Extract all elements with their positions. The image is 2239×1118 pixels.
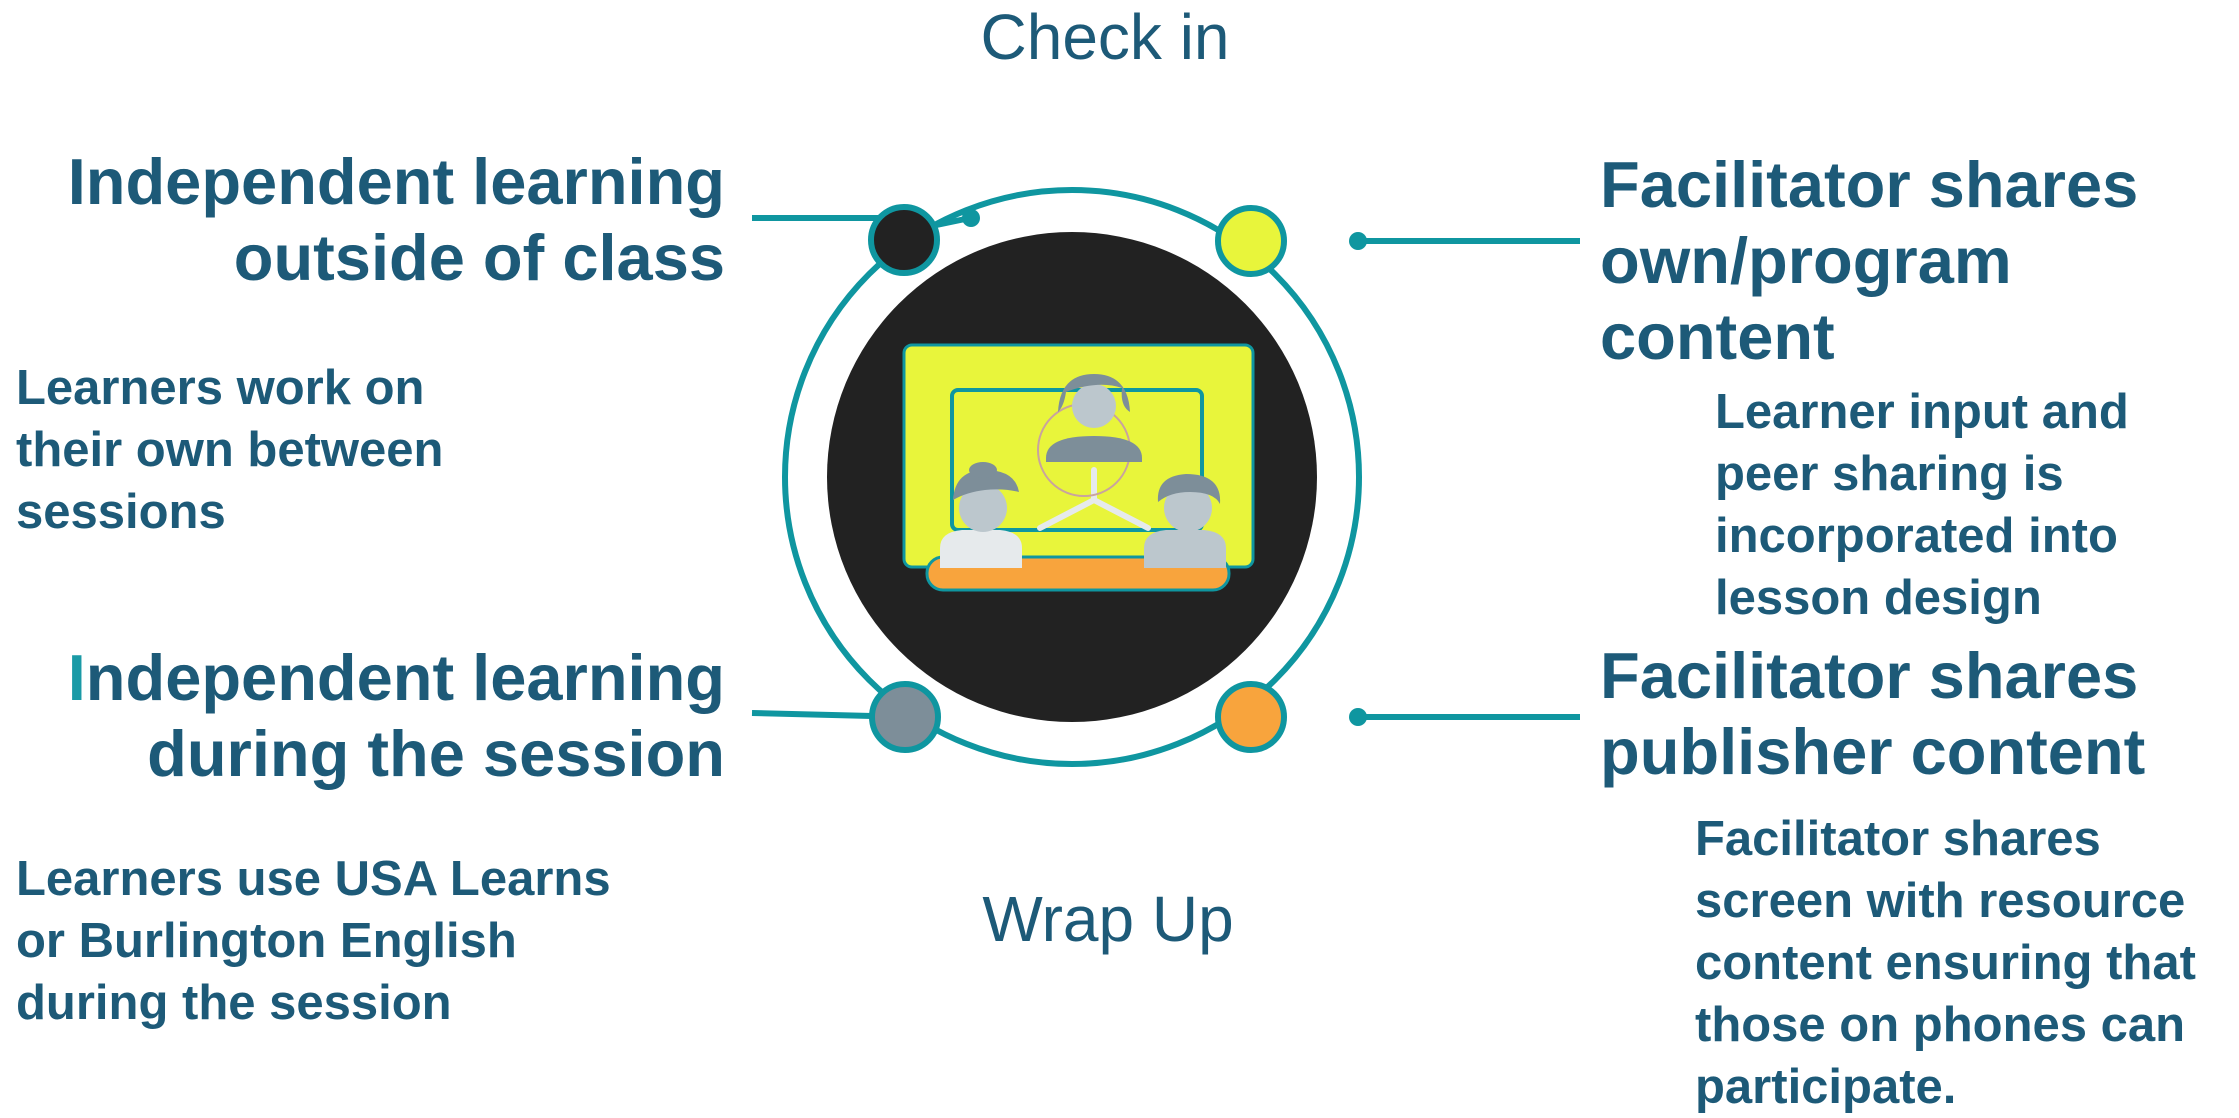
- top-right-heading-line: content: [1600, 300, 1835, 373]
- top-left-heading-line2: outside of class: [233, 221, 725, 294]
- top-left-heading: Independent learning outside of class: [40, 144, 725, 296]
- ring-dot-yellow: [1215, 205, 1287, 277]
- bottom-right-description-line: screen with resource: [1695, 874, 2186, 928]
- bottom-right-heading: Facilitator shares publisher content: [1600, 638, 2220, 790]
- ring-dot-orange: [1215, 681, 1287, 753]
- connector-dot-top-right: [1349, 232, 1367, 250]
- top-left-description-line: Learners work on: [16, 361, 425, 415]
- top-right-description-line: peer sharing is: [1715, 447, 2064, 501]
- bottom-right-description-line: Facilitator shares: [1695, 812, 2101, 866]
- top-right-description-line: lesson design: [1715, 571, 2042, 625]
- bottom-right-description-line: those on phones can: [1695, 998, 2186, 1052]
- bottom-left-description-line: or Burlington English: [16, 914, 517, 968]
- bottom-left-description-line: Learners use USA Learns: [16, 852, 611, 906]
- top-left-description-line: their own between: [16, 423, 444, 477]
- bottom-left-description-line: during the session: [16, 976, 452, 1030]
- connector-dot-bottom-right: [1349, 708, 1367, 726]
- outer-ring: [782, 187, 1362, 767]
- ring-dot-gray: [869, 681, 941, 753]
- wrap-up-label: Wrap Up: [982, 883, 1234, 955]
- bottom-left-heading-line1: Independent learning: [40, 640, 725, 716]
- bottom-right-heading-line: Facilitator shares: [1600, 639, 2139, 712]
- bottom-left-description: Learners use USA Learns or Burlington En…: [16, 848, 716, 1034]
- top-right-heading: Facilitator shares own/program content: [1600, 147, 2220, 375]
- accent-letter: I: [67, 641, 86, 714]
- bottom-right-description-line: participate.: [1695, 1060, 1957, 1114]
- bottom-left-heading-line2: during the session: [147, 717, 725, 790]
- top-left-description-line: sessions: [16, 485, 226, 539]
- top-right-description-line: incorporated into: [1715, 509, 2118, 563]
- bottom-right-description-line: content ensuring that: [1695, 936, 2196, 990]
- ring-dot-black: [868, 204, 940, 276]
- top-right-heading-line: own/program: [1600, 224, 2012, 297]
- connector-dot-top-left: [962, 209, 980, 227]
- bottom-left-heading-line1-rest: ndependent learning: [85, 641, 725, 714]
- check-in-label: Check in: [980, 1, 1230, 73]
- bottom-right-heading-line: publisher content: [1600, 715, 2146, 788]
- top-left-heading-line1: Independent learning: [67, 145, 725, 218]
- top-right-description: Learner input and peer sharing is incorp…: [1715, 381, 2235, 629]
- bottom-left-heading: Independent learning during the session: [40, 640, 725, 792]
- connector-bottom-left: [751, 710, 873, 719]
- bottom-right-description: Facilitator shares screen with resource …: [1695, 808, 2235, 1118]
- top-left-description: Learners work on their own between sessi…: [16, 357, 616, 543]
- top-right-heading-line: Facilitator shares: [1600, 148, 2139, 221]
- video-conference-icon: [902, 343, 1255, 592]
- top-right-description-line: Learner input and: [1715, 385, 2129, 439]
